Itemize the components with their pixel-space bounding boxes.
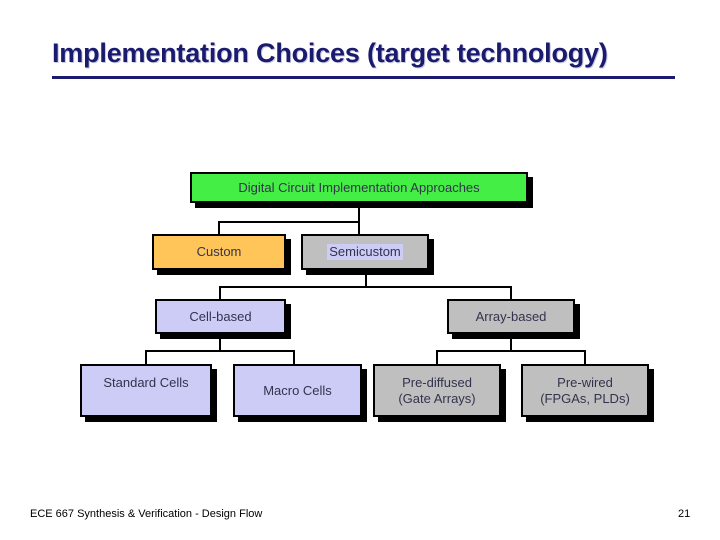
node-label: Macro Cells bbox=[263, 382, 332, 398]
node-label: Custom bbox=[196, 244, 242, 259]
edge-semicustom-to-arraybased bbox=[510, 286, 512, 299]
page-number: 21 bbox=[678, 508, 691, 520]
edge-semicustom-to-cellbased bbox=[219, 286, 221, 299]
edge-root-to-semicustom bbox=[358, 221, 360, 235]
title-underline-rule bbox=[52, 76, 675, 79]
edge-root-stem bbox=[358, 203, 360, 223]
node-cell-based[interactable]: Cell-based bbox=[155, 299, 286, 334]
edge-cellbased-bar bbox=[145, 350, 295, 352]
footer-text: ECE 667 Synthesis & Verification - Desig… bbox=[30, 508, 263, 520]
node-label: Pre-diffused (Gate Arrays) bbox=[398, 374, 476, 406]
edge-arraybased-to-prediffused bbox=[436, 350, 438, 364]
node-semicustom[interactable]: Semicustom bbox=[301, 234, 429, 270]
node-custom[interactable]: Custom bbox=[152, 234, 286, 270]
edge-arraybased-stem bbox=[510, 334, 512, 352]
edge-root-bar bbox=[218, 221, 360, 223]
node-root-digital-circuit-implementation-approaches[interactable]: Digital Circuit Implementation Approache… bbox=[190, 172, 528, 203]
edge-semicustom-stem bbox=[365, 270, 367, 288]
node-label: Array-based bbox=[475, 308, 547, 324]
edge-cellbased-to-standardcells bbox=[145, 350, 147, 364]
edge-arraybased-to-prewired bbox=[584, 350, 586, 364]
node-label: Cell-based bbox=[189, 308, 252, 324]
edge-semicustom-bar bbox=[219, 286, 512, 288]
edge-root-to-custom bbox=[218, 221, 220, 235]
page-title: Implementation Choices (target technolog… bbox=[52, 38, 608, 68]
node-label: Pre-wired (FPGAs, PLDs) bbox=[540, 374, 630, 406]
node-macro-cells[interactable]: Macro Cells bbox=[233, 364, 362, 417]
node-pre-diffused-gate-arrays[interactable]: Pre-diffused (Gate Arrays) bbox=[373, 364, 501, 417]
node-label: Digital Circuit Implementation Approache… bbox=[238, 179, 480, 195]
node-pre-wired-fpgas-plds[interactable]: Pre-wired (FPGAs, PLDs) bbox=[521, 364, 649, 417]
node-label: Standard Cells bbox=[103, 375, 189, 390]
node-array-based[interactable]: Array-based bbox=[447, 299, 575, 334]
node-standard-cells[interactable]: Standard Cells bbox=[80, 364, 212, 417]
edge-cellbased-to-macrocells bbox=[293, 350, 295, 364]
edge-cellbased-stem bbox=[219, 334, 221, 352]
node-label: Semicustom bbox=[327, 244, 403, 260]
edge-arraybased-bar bbox=[436, 350, 586, 352]
